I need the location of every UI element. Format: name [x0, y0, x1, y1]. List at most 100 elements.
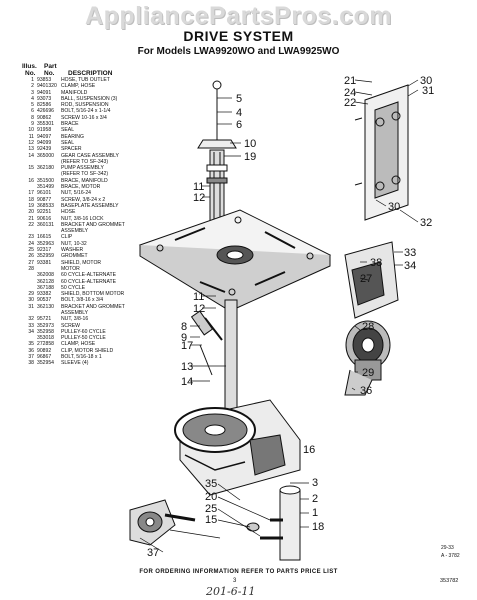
part-number: 362180 — [37, 165, 54, 172]
part-description: SCREW, 3/8-24 x 2 — [61, 196, 106, 203]
part-description: SCREW 10-16 x 3/4 — [61, 114, 107, 121]
callout-right-14: 16 — [303, 444, 315, 456]
part-number: 365000 — [37, 152, 54, 159]
part-description: GEAR CASE ASSEMBLY — [61, 152, 119, 159]
catalog-number: 353782 — [440, 578, 459, 584]
part-description: NUT, 5/16-24 — [61, 190, 92, 197]
part-number: 90616 — [37, 215, 52, 222]
part-description: 50 CYCLE — [61, 284, 86, 291]
part-description: MOTOR — [61, 265, 80, 272]
diagram-reference: A - 3782 — [441, 553, 460, 559]
header-no: No. — [25, 70, 36, 77]
part-number: 92439 — [37, 146, 52, 153]
part-number: 96101 — [37, 190, 52, 197]
header-description: DESCRIPTION — [68, 70, 113, 77]
part-description: BASEPLATE ASSEMBLY — [61, 202, 119, 209]
callout-right-3: 30 — [420, 75, 432, 87]
part-description: HOSE — [61, 209, 76, 216]
callout-right-12: 29 — [362, 367, 374, 379]
header-part-no: No. — [44, 70, 55, 77]
part-number: 368533 — [37, 202, 54, 209]
part-description: NUT, 10-32 — [61, 240, 87, 247]
part-number: 362128 — [37, 278, 54, 285]
drive-shaft — [206, 149, 228, 226]
part-illus-no: 8 — [31, 114, 34, 121]
parts-row: (REFER TO SF-342) — [22, 171, 182, 177]
callout-left-12: 13 — [181, 361, 193, 373]
parts-row: 28 MOTOR — [22, 266, 182, 272]
part-description: PULLEY-60 CYCLE — [61, 328, 106, 335]
part-description: (REFER TO SF-342) — [61, 171, 109, 178]
callout-right-2: 22 — [344, 97, 356, 109]
part-illus-no: 25 — [28, 247, 34, 254]
part-description: CLAMP, HOSE — [61, 341, 96, 348]
part-number: 353018 — [37, 335, 54, 342]
callout-right-4: 31 — [422, 85, 434, 97]
part-illus-no: 12 — [28, 139, 34, 146]
parts-row: (REFER TO SF-343) — [22, 159, 182, 165]
part-illus-no: 29 — [28, 291, 34, 298]
part-description: CLIP — [61, 234, 73, 241]
part-number: 352958 — [37, 328, 54, 335]
part-description: SHIELD, MOTOR — [61, 259, 102, 266]
part-description: (REFER TO SF-343) — [61, 158, 109, 165]
parts-row: 353018 PULLEY-50 CYCLE — [22, 335, 182, 341]
part-illus-no: 30 — [28, 297, 34, 304]
part-illus-no: 21 — [28, 215, 34, 222]
callout-right-11: 28 — [362, 321, 374, 333]
part-illus-no: 33 — [28, 322, 34, 329]
part-description: BOLT, 3/8-16 x 3/4 — [61, 297, 104, 304]
part-illus-no: 1 — [31, 77, 34, 83]
part-illus-no: 13 — [28, 146, 34, 153]
part-number: 90877 — [37, 196, 52, 203]
part-number: 362130 — [37, 303, 54, 310]
watermark: AppliancePartsPros.com — [85, 2, 392, 30]
part-description: PULLEY-50 CYCLE — [61, 335, 106, 342]
part-number: 92317 — [37, 247, 52, 254]
part-description: BRACE, MOTOR — [61, 184, 101, 191]
part-number: 352973 — [37, 322, 54, 329]
part-illus-no: 18 — [28, 196, 34, 203]
callout-right-13: 36 — [360, 385, 372, 397]
part-description: BRACKET AND GROMMET — [61, 303, 125, 310]
motor-bracket — [354, 84, 409, 221]
part-illus-no: 5 — [31, 102, 34, 109]
part-number: 95721 — [37, 316, 52, 323]
callout-left-13: 14 — [181, 376, 193, 388]
part-description: SCREW — [61, 322, 80, 329]
header-part: Part — [44, 63, 57, 70]
part-description: BALL, SUSPENSION (3) — [61, 95, 118, 102]
part-illus-no: 28 — [28, 265, 34, 272]
part-illus-no: 23 — [28, 234, 34, 241]
part-number: 93853 — [37, 77, 52, 83]
callout-right-22: 15 — [205, 514, 217, 526]
callout-left-7: 11 — [193, 291, 204, 303]
part-description: WASHER — [61, 247, 84, 254]
part-illus-no: 17 — [28, 190, 34, 197]
callout-right-6: 32 — [420, 217, 432, 229]
part-description: SHIELD, BOTTOM MOTOR — [61, 291, 125, 298]
callout-left-2: 6 — [236, 119, 242, 131]
part-illus-no: 10 — [28, 127, 34, 134]
part-number: 272858 — [37, 341, 54, 348]
part-number: 96867 — [37, 354, 52, 361]
ordering-notice: FOR ORDERING INFORMATION REFER TO PARTS … — [139, 569, 338, 575]
part-description: SPACER — [61, 146, 82, 153]
callout-right-15: 3 — [312, 477, 318, 489]
callout-labels: 5461019111211128917131421242230313032383… — [147, 75, 434, 559]
